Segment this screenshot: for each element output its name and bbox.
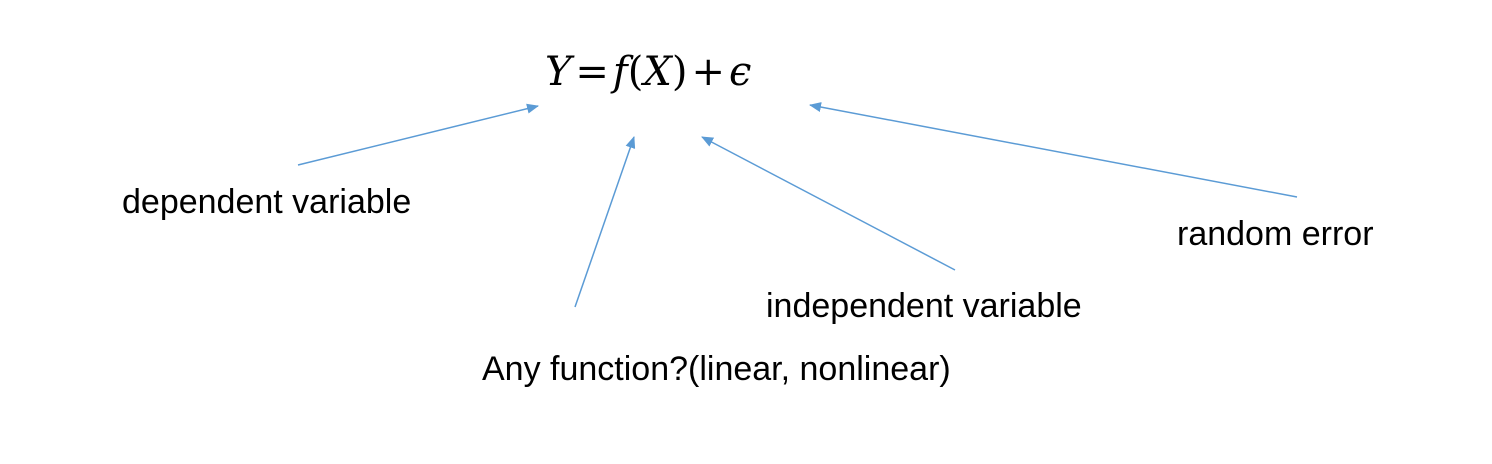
label-dependent-variable: dependent variable [122, 183, 412, 221]
label-random-error: random error [1177, 215, 1374, 253]
label-independent-variable: independent variable [766, 287, 1082, 325]
arrow-error-to-epsilon [809, 102, 1298, 198]
equation-open-paren: ( [627, 49, 644, 95]
equation-close-paren: ) [671, 49, 688, 95]
arrow-independent-to-x [701, 136, 956, 271]
arrow-dependent-to-y [297, 103, 539, 166]
equation-function: f [612, 49, 628, 95]
equation-equals: = [575, 49, 609, 95]
equation-error-term: ϵ [728, 49, 752, 95]
equation-argument: X [643, 49, 672, 95]
equation-lhs: Y [545, 49, 572, 95]
arrow-function-to-f [574, 136, 636, 308]
equation-plus: + [691, 49, 725, 95]
label-any-function: Any function?(linear, nonlinear) [482, 350, 951, 388]
regression-equation: Y=f(X)+ϵ [545, 44, 751, 100]
